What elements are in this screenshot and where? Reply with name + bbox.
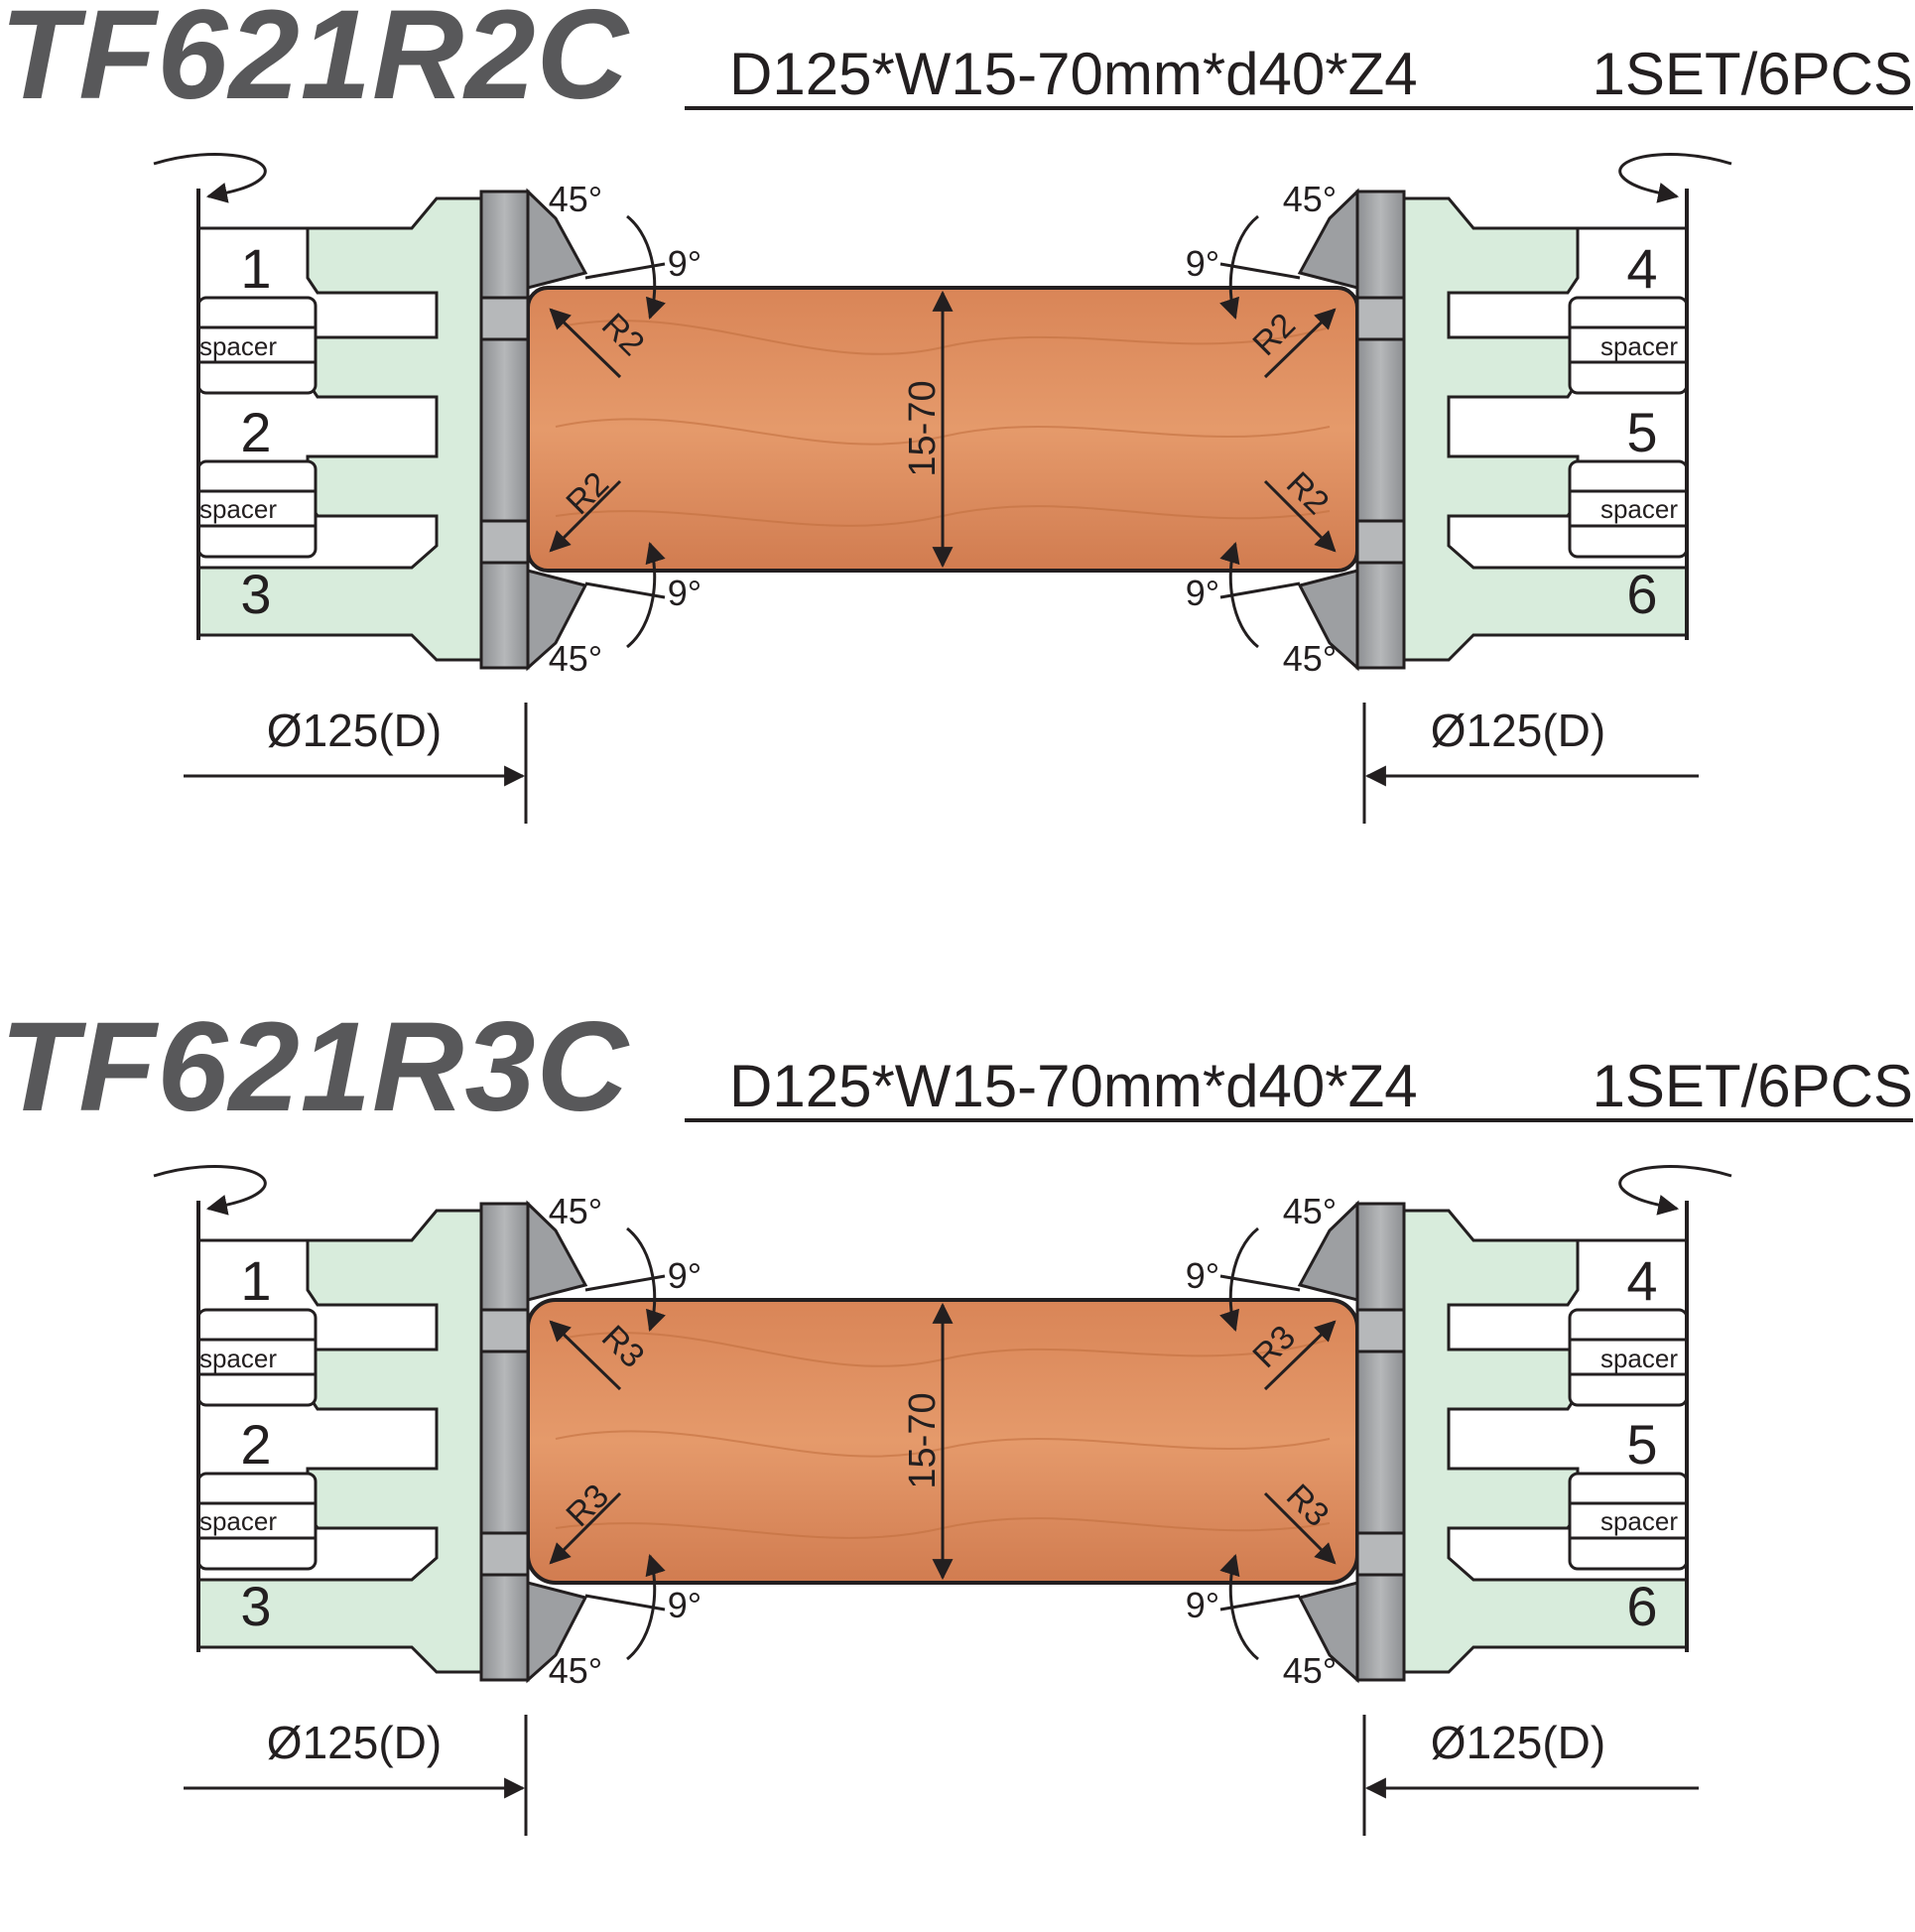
- cutter-number-3: 3: [240, 563, 271, 625]
- blade-left-bottom-tip: [526, 569, 588, 672]
- diameter-label-right: Ø125(D): [1431, 1717, 1605, 1768]
- left-cutter-stack: [153, 153, 588, 672]
- tool-set-1: TF621R2C D125*W15-70mm*d40*Z4 1SET/6PCS: [0, 0, 1915, 920]
- bevel-angle-label: 9°: [1186, 243, 1219, 284]
- chamfer-angle-label: 45°: [1283, 1650, 1337, 1691]
- spec-text: D125*W15-70mm*d40*Z4: [729, 41, 1418, 107]
- title-underline: [685, 1118, 1913, 1122]
- spacer-label: spacer: [1600, 1506, 1678, 1536]
- chamfer-angle-label: 45°: [549, 1650, 602, 1691]
- spacer-label: spacer: [1600, 494, 1678, 524]
- chamfer-angle-label: 45°: [549, 179, 602, 219]
- chamfer-angle-label: 45°: [549, 638, 602, 679]
- bevel-angle-label: 9°: [668, 243, 702, 284]
- spacer-label: spacer: [199, 331, 277, 361]
- quantity-text: 1SET/6PCS: [1592, 41, 1913, 107]
- cutter-body-left: [196, 196, 483, 662]
- rotation-arrow-left: [153, 153, 267, 203]
- cutter-body-right: [1402, 196, 1689, 662]
- cutter-number-6: 6: [1626, 563, 1657, 625]
- spec-text: D125*W15-70mm*d40*Z4: [729, 1053, 1418, 1119]
- cutter-number-1: 1: [240, 237, 271, 300]
- bevel-angle-label: 9°: [668, 573, 702, 613]
- chamfer-angle-label: 45°: [1283, 1191, 1337, 1231]
- blade-left: [479, 190, 530, 670]
- bevel-angle-label: 9°: [668, 1255, 702, 1296]
- right-cutter-stack: [1297, 153, 1732, 672]
- cutter-diagram: 1 2 3 4 5 6 spacer spacer spacer spacer …: [153, 1165, 1732, 1836]
- cutter-number-5: 5: [1626, 401, 1657, 463]
- chamfer-angle-label: 45°: [1283, 638, 1337, 679]
- cutter-number-5: 5: [1626, 1413, 1657, 1476]
- tool-set-2: TF621R3C D125*W15-70mm*d40*Z4 1SET/6PCS: [0, 998, 1915, 1932]
- right-cutter-stack: [1297, 1165, 1732, 1684]
- blade-left-top-tip: [526, 188, 588, 290]
- cutter-number-6: 6: [1626, 1575, 1657, 1637]
- spacer-label: spacer: [1600, 331, 1678, 361]
- quantity-text: 1SET/6PCS: [1592, 1053, 1913, 1119]
- cutter-number-4: 4: [1626, 1249, 1657, 1312]
- bevel-angle-label: 9°: [1186, 573, 1219, 613]
- cutter-number-2: 2: [240, 1413, 271, 1476]
- cutter-number-1: 1: [240, 1249, 271, 1312]
- spacer-label: spacer: [199, 494, 277, 524]
- bevel-angle-label: 9°: [1186, 1585, 1219, 1625]
- cutter-diagram: 1 2 3 4 5 6 spacer spacer spacer spacer …: [153, 153, 1732, 824]
- bevel-angle-label: 9°: [668, 1585, 702, 1625]
- chamfer-angle-label: 45°: [549, 1191, 602, 1231]
- spacer-label: spacer: [199, 1344, 277, 1373]
- model-title: TF621R2C: [0, 0, 629, 126]
- left-cutter-stack: [153, 1165, 588, 1684]
- title-underline: [685, 106, 1913, 110]
- diameter-label-right: Ø125(D): [1431, 705, 1605, 756]
- spacer-label: spacer: [199, 1506, 277, 1536]
- thickness-label: 15-70: [902, 1392, 944, 1488]
- chamfer-angle-label: 45°: [1283, 179, 1337, 219]
- diameter-label-left: Ø125(D): [267, 1717, 442, 1768]
- model-title: TF621R3C: [0, 996, 629, 1138]
- cutter-number-4: 4: [1626, 237, 1657, 300]
- diameter-label-left: Ø125(D): [267, 705, 442, 756]
- cutter-number-3: 3: [240, 1575, 271, 1637]
- spacer-label: spacer: [1600, 1344, 1678, 1373]
- thickness-label: 15-70: [902, 380, 944, 476]
- cutter-number-2: 2: [240, 401, 271, 463]
- bevel-angle-label: 9°: [1186, 1255, 1219, 1296]
